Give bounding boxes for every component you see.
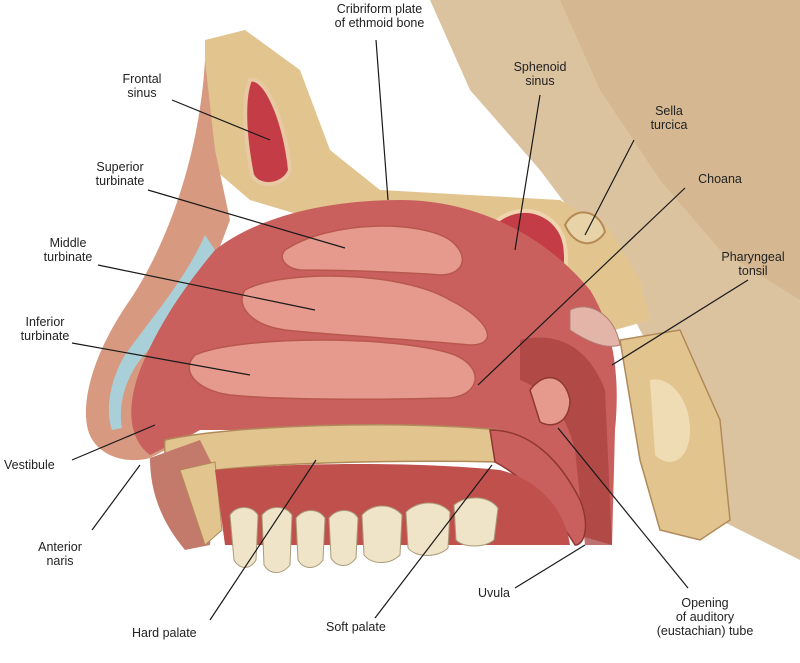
leader-vestibule: [71, 424, 156, 461]
leader-choana: [477, 187, 686, 386]
posterior-tissue-shade: [560, 0, 800, 300]
label-sella-turcica: Sella turcica: [650, 104, 688, 132]
label-uvula: Uvula: [478, 586, 510, 600]
leader-hard-palate: [209, 459, 317, 621]
leader-frontal-sinus: [171, 99, 271, 141]
label-sphenoid-sinus: Sphenoid sinus: [513, 60, 567, 88]
vertebra-disc: [650, 379, 690, 462]
leader-pharyngeal-tonsil: [611, 279, 749, 366]
label-pharyngeal-tonsil: Pharyngeal tonsil: [721, 250, 785, 278]
label-anterior-naris: Anterior naris: [38, 540, 82, 568]
maxilla-front: [179, 461, 223, 546]
label-hard-palate: Hard palate: [132, 626, 197, 640]
label-vestibule: Vestibule: [4, 458, 55, 472]
leader-anterior-naris: [91, 464, 141, 531]
label-inferior-turbinate: Inferior turbinate: [20, 315, 70, 343]
middle-turbinate: [241, 275, 489, 346]
sella-turcica: [563, 211, 607, 245]
label-cribriform-plate: Cribriform plate of ethmoid bone: [334, 2, 425, 30]
teeth: [229, 497, 499, 573]
label-choana: Choana: [698, 172, 742, 186]
label-frontal-sinus: Frontal sinus: [122, 72, 162, 100]
inferior-turbinate: [188, 339, 476, 400]
label-middle-turbinate: Middle turbinate: [43, 236, 93, 264]
leader-uvula: [514, 544, 586, 589]
leader-lines: [71, 39, 749, 621]
frontal-sinus: [243, 77, 293, 186]
label-opening-auditory-tube: Opening of auditory (eustachian) tube: [656, 596, 754, 638]
leader-sella-turcica: [584, 139, 635, 236]
leader-sphenoid-sinus: [514, 94, 541, 251]
leader-cribriform: [375, 39, 389, 201]
label-superior-turbinate: Superior turbinate: [95, 160, 145, 188]
auditory-tube-opening: [529, 376, 571, 426]
leader-inferior-turbinate: [71, 342, 251, 376]
superior-turbinate: [281, 225, 464, 276]
leader-middle-turbinate: [97, 264, 316, 311]
leader-soft-palate: [374, 464, 493, 619]
label-soft-palate: Soft palate: [326, 620, 386, 634]
leader-superior-turbinate: [147, 189, 346, 249]
leader-opening-auditory-tube: [557, 427, 689, 589]
pharyngeal-tonsil: [569, 306, 621, 347]
